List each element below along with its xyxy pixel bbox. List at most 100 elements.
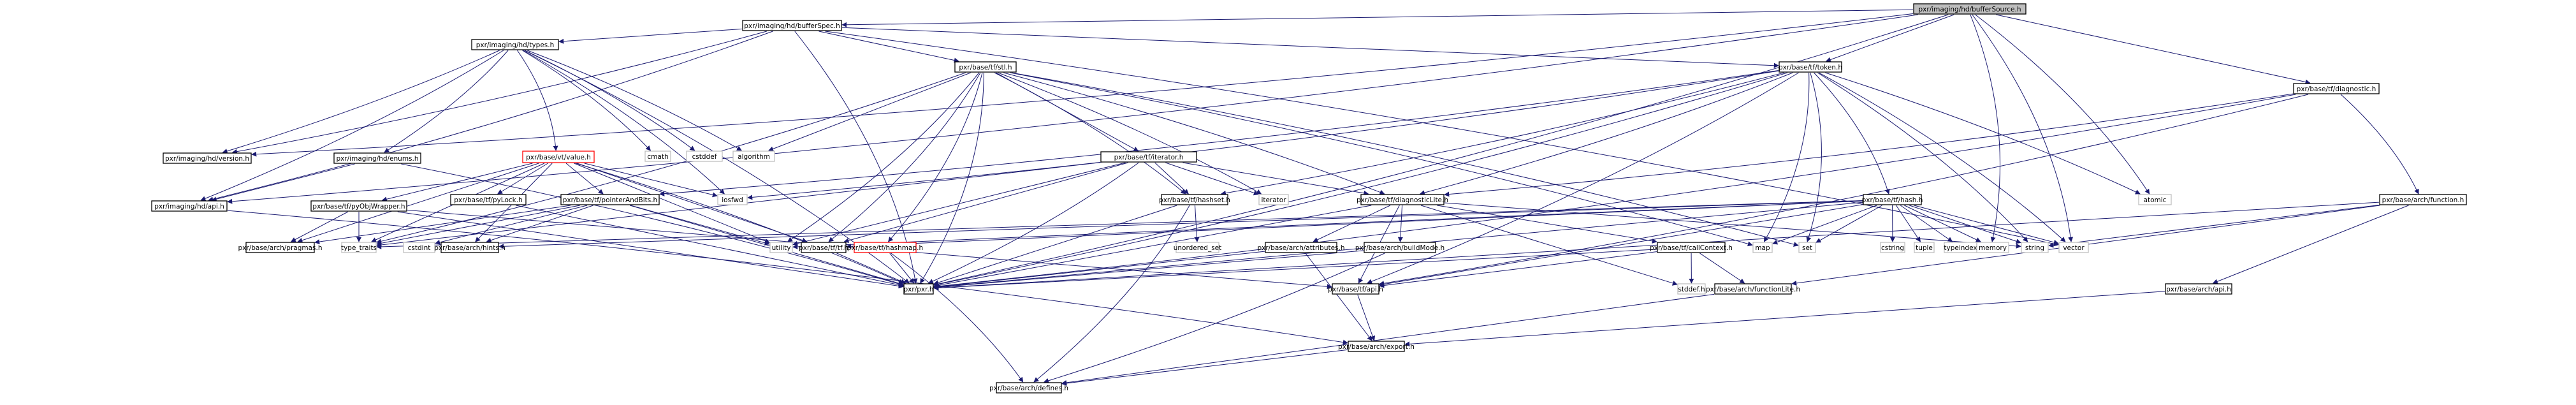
node-label-bufferSource: pxr/imaging/hd/bufferSource.h	[1919, 6, 2021, 13]
edge-bufferSource-to-vector	[1972, 14, 2074, 242]
node-diagnostic[interactable]: pxr/base/tf/diagnostic.h	[2293, 83, 2380, 94]
edge-layer	[200, 9, 2419, 386]
edge-pointerAndBits-to-hints	[486, 205, 593, 243]
node-box-iosfwd	[717, 194, 748, 205]
edge-stl-to-hashmap	[887, 72, 983, 242]
node-label-callContext: pxr/base/tf/callContext.h	[1650, 244, 1733, 252]
node-label-tfapi: pxr/base/tf/api.h	[1328, 286, 1383, 293]
node-iterator_h[interactable]: pxr/base/tf/iterator.h	[1100, 151, 1197, 163]
node-hdversion[interactable]: pxr/imaging/hd/version.h	[163, 152, 252, 164]
node-box-string	[2021, 242, 2049, 253]
edge-bufferSource-to-hdapi	[227, 14, 1918, 204]
node-box-cstdint	[403, 242, 435, 253]
node-label-diagnostic: pxr/base/tf/diagnostic.h	[2297, 85, 2376, 93]
node-box-utility	[769, 242, 793, 253]
edge-bufferSource-to-memory	[1970, 14, 2000, 242]
node-box-token	[1779, 61, 1842, 73]
node-pyObjWrapper[interactable]: pxr/base/tf/pyObjWrapper.h	[310, 200, 407, 212]
edge-diagnostic-to-pxr	[933, 94, 2296, 289]
edge-token-to-diagnosticLite	[1419, 72, 1793, 195]
edge-function-to-pxr	[933, 202, 2380, 291]
edge-stl-to-iterator	[998, 72, 1262, 195]
node-attributes[interactable]: pxr/base/arch/attributes.h	[1257, 242, 1345, 253]
node-types[interactable]: pxr/imaging/hd/types.h	[471, 39, 559, 50]
node-stl[interactable]: pxr/base/tf/stl.h	[954, 61, 1017, 73]
edge-hashmap-to-pxr	[889, 253, 915, 284]
node-label-defines: pxr/base/arch/defines.h	[989, 385, 1068, 392]
node-tfapi[interactable]: pxr/base/tf/api.h	[1328, 283, 1383, 295]
node-box-archapi	[2165, 283, 2232, 295]
node-label-hdversion: pxr/imaging/hd/version.h	[165, 155, 249, 163]
edge-token-to-pxr	[933, 72, 1787, 287]
node-export[interactable]: pxr/base/arch/export.h	[1338, 341, 1415, 352]
node-function[interactable]: pxr/base/arch/function.h	[2379, 194, 2467, 205]
edge-token-to-tfapi	[1367, 72, 1799, 284]
node-label-hash: pxr/base/tf/hash.h	[1862, 196, 1923, 204]
node-box-map	[1752, 242, 1773, 253]
edge-diagnosticLite-to-callContext	[1437, 205, 1657, 244]
edge-types-to-cstddef	[525, 50, 695, 151]
node-label-attributes: pxr/base/arch/attributes.h	[1257, 244, 1344, 252]
edge-diagnosticLite-to-buildMode	[1397, 205, 1403, 242]
node-bufferSource[interactable]: pxr/imaging/hd/bufferSource.h	[1913, 3, 2027, 15]
node-label-cmath: cmath	[647, 153, 668, 161]
node-tf[interactable]: pxr/base/tf/tf.h	[799, 242, 848, 253]
node-label-tuple: tuple	[1916, 244, 1933, 252]
edge-hash-to-tuple	[1896, 205, 1921, 242]
edge-hash-to-hints	[498, 200, 1863, 249]
node-hash[interactable]: pxr/base/tf/hash.h	[1862, 194, 1923, 205]
node-label-function: pxr/base/arch/function.h	[2382, 196, 2464, 204]
node-label-bufferSpec: pxr/imaging/hd/bufferSpec.h	[744, 22, 840, 30]
node-enums[interactable]: pxr/imaging/hd/enums.h	[333, 152, 421, 164]
node-cstring: cstring	[1880, 242, 1905, 253]
node-box-hashset	[1161, 194, 1228, 205]
node-label-set: set	[1802, 244, 1812, 252]
edge-types-to-value	[517, 50, 558, 151]
node-functionLite[interactable]: pxr/base/arch/functionLite.h	[1706, 283, 1800, 295]
edge-value-to-pointerAndBits	[565, 163, 604, 195]
node-box-atomic	[2138, 194, 2172, 205]
node-pyLock[interactable]: pxr/base/tf/pyLock.h	[450, 194, 527, 205]
node-hashset[interactable]: pxr/base/tf/hashset.h	[1159, 194, 1230, 205]
edge-attributes-to-pxr	[933, 251, 1265, 290]
node-label-token: pxr/base/tf/token.h	[1779, 64, 1842, 71]
node-label-hashset: pxr/base/tf/hashset.h	[1159, 196, 1230, 204]
node-pointerAndBits[interactable]: pxr/base/tf/pointerAndBits.h	[560, 194, 660, 205]
node-buildMode[interactable]: pxr/base/arch/buildMode.h	[1355, 242, 1444, 253]
edge-token-to-string	[1817, 72, 2028, 242]
node-hdapi[interactable]: pxr/imaging/hd/api.h	[151, 200, 228, 212]
edge-callContext-to-functionLite	[1699, 253, 1745, 284]
node-box-vector	[2058, 242, 2089, 253]
node-defines[interactable]: pxr/base/arch/defines.h	[989, 382, 1068, 394]
node-vector: vector	[2058, 242, 2089, 253]
node-bufferSpec[interactable]: pxr/imaging/hd/bufferSpec.h	[742, 20, 842, 31]
node-token[interactable]: pxr/base/tf/token.h	[1779, 61, 1842, 73]
edge-buildMode-to-defines	[1044, 253, 1385, 383]
edge-types-to-algorithm	[527, 50, 742, 151]
node-pragmas[interactable]: pxr/base/arch/pragmas.h	[238, 242, 323, 253]
node-label-iterator: iterator	[1261, 196, 1286, 204]
edge-hash-to-tfapi	[1379, 204, 1863, 287]
node-box-functionLite	[1714, 283, 1792, 295]
edge-token-to-hash	[1814, 72, 1890, 195]
node-label-stddef: stddef.h	[1678, 286, 1705, 293]
node-label-pragmas: pxr/base/arch/pragmas.h	[238, 244, 323, 252]
edge-types-to-cmath	[522, 50, 651, 151]
node-utility: utility	[769, 242, 793, 253]
node-hashmap[interactable]: pxr/base/tf/hashmap.h	[847, 242, 923, 253]
edge-iterator_h-to-iterator	[1165, 162, 1259, 196]
edge-token-to-atomic	[1825, 72, 2141, 195]
node-value[interactable]: pxr/base/vt/value.h	[522, 151, 595, 163]
edge-diagnostic-to-tfapi	[1379, 94, 2309, 286]
node-archapi[interactable]: pxr/base/arch/api.h	[2165, 283, 2232, 295]
edge-pointerAndBits-to-cstdint	[435, 205, 588, 245]
node-diagnosticLite[interactable]: pxr/base/tf/diagnosticLite.h	[1357, 194, 1448, 205]
node-callContext[interactable]: pxr/base/tf/callContext.h	[1650, 242, 1733, 253]
node-hints[interactable]: pxr/base/arch/hints.h	[434, 242, 506, 253]
node-label-cstddef: cstddef	[692, 153, 717, 161]
node-stddef: stddef.h	[1677, 283, 1706, 295]
node-box-cstddef	[686, 151, 723, 162]
node-pxr[interactable]: pxr/pxr.h	[903, 283, 934, 295]
edge-bufferSpec-to-hdapi	[208, 31, 773, 202]
node-box-buildMode	[1364, 242, 1436, 253]
